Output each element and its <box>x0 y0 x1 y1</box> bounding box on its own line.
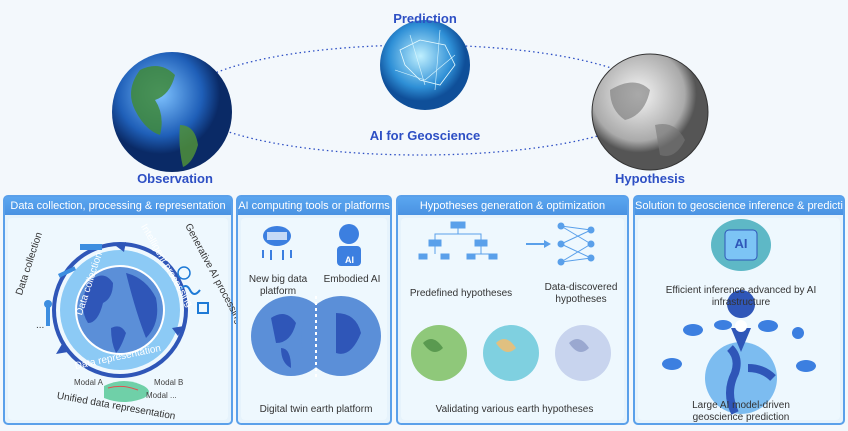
top-diagram <box>112 20 709 172</box>
weather-icons <box>662 320 816 372</box>
cloud-data-icon <box>262 226 292 260</box>
panel-solution: Solution to geoscience inference & predi… <box>633 195 845 425</box>
geoscience-prediction-icon <box>705 290 777 415</box>
sensor-icons <box>44 244 102 326</box>
predefined-hypotheses-label: Predefined hypotheses <box>409 288 513 299</box>
modal-a: Modal A <box>74 378 103 387</box>
prediction-label: Prediction <box>393 11 457 26</box>
panel-title: Data collection, processing & representa… <box>5 197 231 215</box>
digital-twin-earth-icon <box>251 296 381 378</box>
panel-ai-tools: AI computing tools or platforms AI New b… <box>236 195 392 425</box>
efficient-inference-label: Efficient inference advanced by AI infra… <box>665 285 817 308</box>
validating-hypotheses-label: Validating various earth hypotheses <box>435 404 594 415</box>
ellipsis: ... <box>36 320 45 331</box>
unified-representation-map <box>104 381 149 402</box>
prediction-globe <box>380 20 470 110</box>
observation-label: Observation <box>137 171 213 186</box>
embodied-ai-icon <box>337 224 361 266</box>
hypotheses-illustration <box>411 221 611 381</box>
hypothesis-earths <box>411 325 611 381</box>
large-ai-model-label: Large AI model-driven geoscience predict… <box>692 400 790 423</box>
panel-title: Solution to geoscience inference & predi… <box>635 197 843 215</box>
embodied-ai-label: Embodied AI <box>323 274 381 285</box>
network-icon <box>557 222 595 266</box>
hypothesis-globe <box>591 53 709 171</box>
ai-badge: AI <box>345 255 354 265</box>
hypothesis-label: Hypothesis <box>614 171 686 186</box>
ai-for-geoscience-label: AI for Geoscience <box>369 128 481 143</box>
ai-chip-label: AI <box>734 236 748 251</box>
digital-twin-label: Digital twin earth platform <box>259 404 373 415</box>
solution-illustration <box>662 219 816 415</box>
observation-globe <box>112 52 232 172</box>
tree-diagram-icon <box>418 221 498 260</box>
data-discovered-hypotheses-label: Data-discovered hypotheses <box>544 282 618 305</box>
data-cycle-diagram <box>44 242 209 402</box>
panel-title: Hypotheses generation & optimization <box>398 197 627 215</box>
new-big-data-platform-label: New big data platform <box>248 274 308 297</box>
panel-data-collection: Data collection, processing & representa… <box>3 195 245 425</box>
ai-chip-icon <box>724 229 758 261</box>
ai-logo-icons <box>177 266 209 314</box>
modal-b: Modal B <box>154 378 184 387</box>
tools-illustration <box>251 224 381 378</box>
panel-title: AI computing tools or platforms <box>238 197 390 215</box>
modal-more: Modal ... <box>146 391 177 400</box>
panel-hypotheses: Hypotheses generation & optimization Pre… <box>396 195 629 425</box>
